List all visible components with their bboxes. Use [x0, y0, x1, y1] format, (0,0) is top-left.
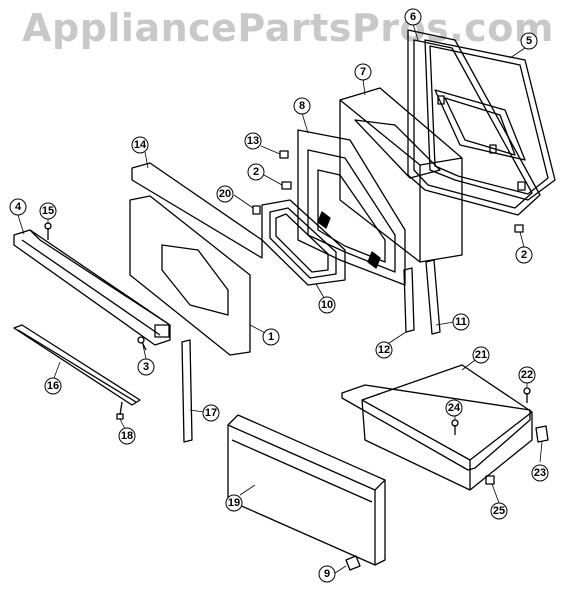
callout-12: 12	[378, 344, 390, 356]
top-trim-strip	[131, 162, 263, 259]
callout-3: 3	[143, 361, 149, 373]
callout-9: 9	[324, 568, 330, 580]
callout-2-lower: 2	[521, 249, 527, 261]
callout-4: 4	[15, 201, 22, 213]
watermark: AppliancePartsPros.com	[22, 6, 554, 50]
callout-2-upper: 2	[253, 166, 259, 178]
lower-trim-rail	[13, 324, 141, 406]
callout-5: 5	[526, 35, 532, 47]
callout-14: 14	[134, 139, 147, 151]
callout-13: 13	[247, 135, 259, 147]
door-handle	[13, 229, 171, 346]
screw-part-3	[137, 336, 147, 351]
clip-part-25	[485, 475, 495, 485]
callout-24: 24	[448, 402, 461, 414]
side-trim-strip	[181, 339, 193, 443]
leader-lines	[17, 23, 543, 574]
clip-part-2-lower	[514, 224, 524, 233]
callout-11: 11	[455, 316, 467, 328]
bracket-part-18	[116, 401, 124, 420]
callout-25: 25	[493, 505, 505, 517]
callout-20: 20	[219, 188, 231, 200]
bumper-part-9	[345, 555, 361, 571]
callout-15: 15	[42, 205, 54, 217]
callout-10: 10	[321, 299, 333, 311]
drawer-front-panel	[227, 414, 386, 566]
callout-18: 18	[121, 430, 133, 442]
clip-part-2-upper	[281, 181, 292, 190]
outer-door-panel	[424, 39, 556, 201]
callout-16: 16	[47, 380, 59, 392]
storage-drawer	[341, 364, 533, 491]
callout-19: 19	[228, 497, 240, 509]
callout-21: 21	[475, 349, 487, 361]
clip-part-13	[279, 150, 289, 159]
roller-part-23	[535, 425, 549, 443]
callout-23: 23	[534, 467, 546, 479]
callout-6: 6	[410, 11, 416, 23]
insulation-box	[339, 87, 463, 263]
gasket-part-11	[425, 259, 441, 335]
screw-part-24	[451, 419, 459, 435]
outer-door-glass	[129, 195, 251, 356]
door-liner-frame	[297, 129, 406, 286]
clip-part-20	[252, 205, 261, 215]
callout-8: 8	[299, 100, 305, 112]
screw-part-15	[44, 222, 52, 240]
screw-part-22	[523, 387, 531, 403]
callout-22: 22	[521, 369, 533, 381]
gasket-part-12	[403, 267, 415, 333]
callout-7: 7	[360, 66, 366, 78]
callout-17: 17	[205, 407, 217, 419]
callout-1: 1	[268, 331, 274, 343]
callout-circles	[9, 8, 549, 583]
